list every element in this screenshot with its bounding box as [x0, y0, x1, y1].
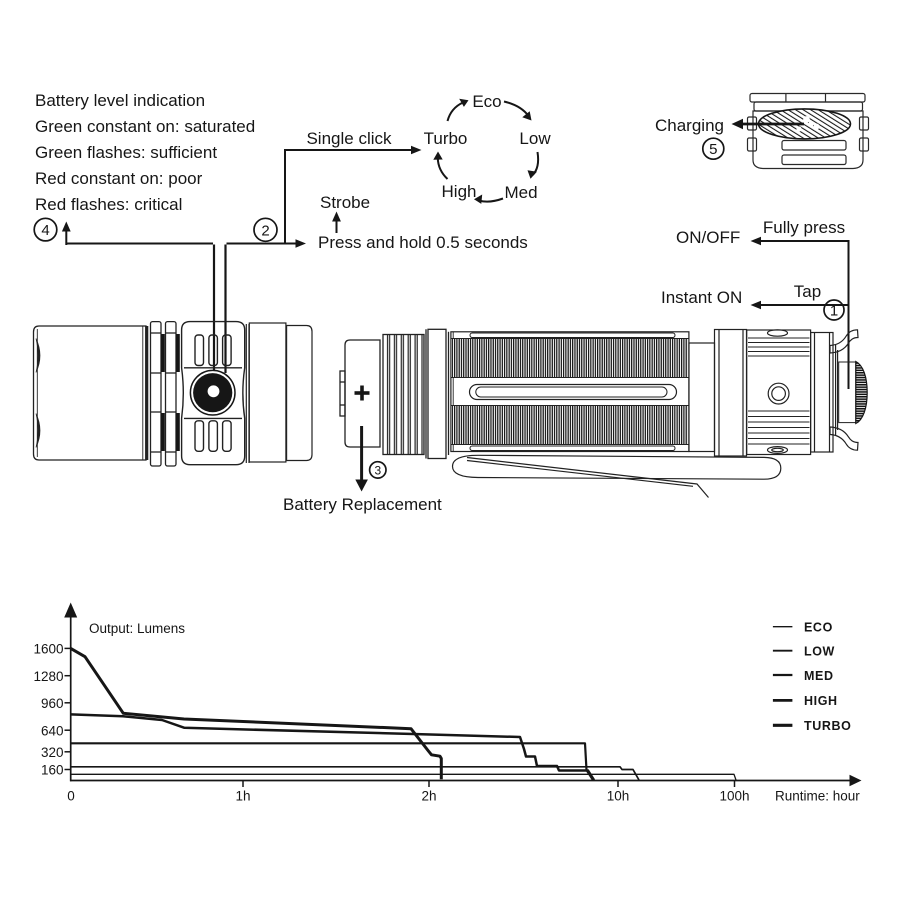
svg-text:Runtime: hour: Runtime: hour	[775, 789, 860, 804]
svg-text:640: 640	[41, 723, 64, 738]
svg-text:Green constant on: saturated: Green constant on: saturated	[35, 117, 255, 136]
svg-text:1h: 1h	[235, 789, 250, 804]
svg-text:Charging: Charging	[655, 116, 724, 135]
svg-text:960: 960	[41, 696, 64, 711]
svg-text:LOW: LOW	[804, 645, 835, 659]
svg-text:4: 4	[41, 222, 49, 239]
svg-text:Press and hold 0.5 seconds: Press and hold 0.5 seconds	[318, 233, 528, 252]
svg-text:3: 3	[374, 463, 381, 477]
svg-text:320: 320	[41, 745, 64, 760]
svg-text:Low: Low	[519, 129, 551, 148]
svg-text:Instant ON: Instant ON	[661, 288, 742, 307]
svg-text:ON/OFF: ON/OFF	[676, 228, 740, 247]
svg-text:ECO: ECO	[804, 621, 833, 635]
svg-text:Output: Lumens: Output: Lumens	[89, 621, 185, 636]
svg-text:1280: 1280	[33, 669, 63, 684]
svg-text:Turbo: Turbo	[424, 129, 468, 148]
svg-text:High: High	[442, 182, 477, 201]
svg-text:Red constant on: poor: Red constant on: poor	[35, 169, 203, 188]
svg-text:TURBO: TURBO	[804, 719, 851, 733]
svg-text:160: 160	[41, 763, 64, 778]
svg-text:Eco: Eco	[472, 92, 501, 111]
svg-text:MED: MED	[804, 669, 834, 683]
svg-text:1: 1	[830, 303, 838, 320]
svg-text:HIGH: HIGH	[804, 694, 838, 708]
svg-text:Single click: Single click	[306, 129, 392, 148]
svg-text:Red flashes: critical: Red flashes: critical	[35, 195, 182, 214]
svg-text:5: 5	[709, 141, 717, 158]
svg-text:Green flashes: sufficient: Green flashes: sufficient	[35, 143, 217, 162]
svg-text:2h: 2h	[421, 789, 436, 804]
svg-text:Tap: Tap	[794, 282, 821, 301]
svg-text:1600: 1600	[33, 642, 63, 657]
svg-text:10h: 10h	[607, 789, 630, 804]
svg-text:Med: Med	[504, 183, 537, 202]
svg-text:Battery level indication: Battery level indication	[35, 91, 205, 110]
svg-text:Strobe: Strobe	[320, 193, 370, 212]
svg-text:Fully press: Fully press	[763, 218, 845, 237]
svg-text:Battery Replacement: Battery Replacement	[283, 495, 442, 514]
svg-text:0: 0	[67, 789, 75, 804]
svg-text:2: 2	[261, 222, 269, 239]
svg-text:100h: 100h	[719, 789, 749, 804]
